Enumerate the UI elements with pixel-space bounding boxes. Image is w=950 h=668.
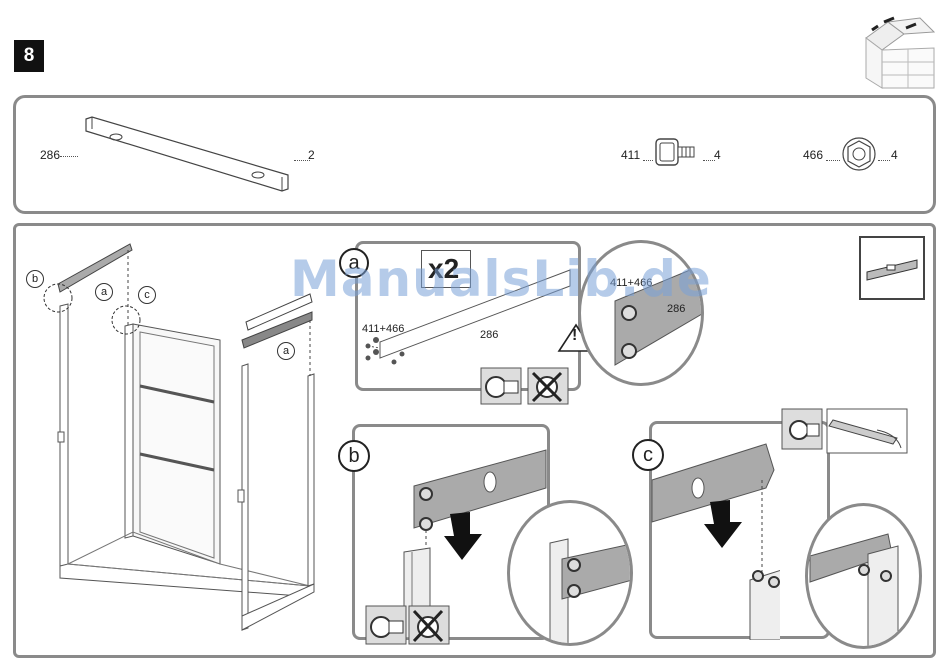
warning-mark: !	[572, 327, 577, 345]
callout-b: b	[26, 270, 44, 288]
part-286-qty: 2	[308, 148, 315, 162]
down-arrow-icon	[704, 500, 742, 548]
part-466-code: 466	[803, 148, 823, 162]
bolt-icon	[654, 137, 698, 169]
part-286-code: 286	[40, 148, 60, 162]
leader-dots	[826, 160, 840, 161]
part-411-code: 411	[621, 148, 640, 162]
tighten-detail-inset	[781, 408, 909, 454]
zoom-post-drawing	[510, 503, 633, 646]
detail-b-zoom-circle	[507, 500, 633, 646]
callout-a: a	[95, 283, 113, 301]
correct-check-icon	[480, 367, 522, 405]
down-arrow-icon	[444, 512, 482, 560]
level-tool-icon	[861, 238, 923, 298]
part-466-qty: 4	[891, 148, 898, 162]
wrong-cross-icon	[408, 605, 450, 645]
watermark-text: ManualsLib.de	[290, 250, 712, 308]
detail-c-drawing	[650, 440, 780, 640]
correct-check-icon	[365, 605, 407, 645]
flange-nut-icon	[840, 136, 878, 172]
callout-a: a	[277, 342, 295, 360]
leader-dots	[643, 160, 653, 161]
step-number-badge: 8	[14, 40, 44, 72]
leader-dots	[60, 156, 78, 157]
leader-dots	[878, 160, 890, 161]
shed-thumbnail-icon	[858, 8, 936, 92]
zoom-post-top-drawing	[808, 506, 922, 649]
level-tool-box	[859, 236, 925, 300]
bracket-bar-icon	[82, 115, 292, 197]
callout-c: c	[138, 286, 156, 304]
detail-b-letter: b	[338, 440, 370, 472]
part-411-qty: 4	[714, 148, 721, 162]
wrong-cross-icon	[527, 367, 569, 405]
detail-c-zoom-circle	[805, 503, 922, 649]
